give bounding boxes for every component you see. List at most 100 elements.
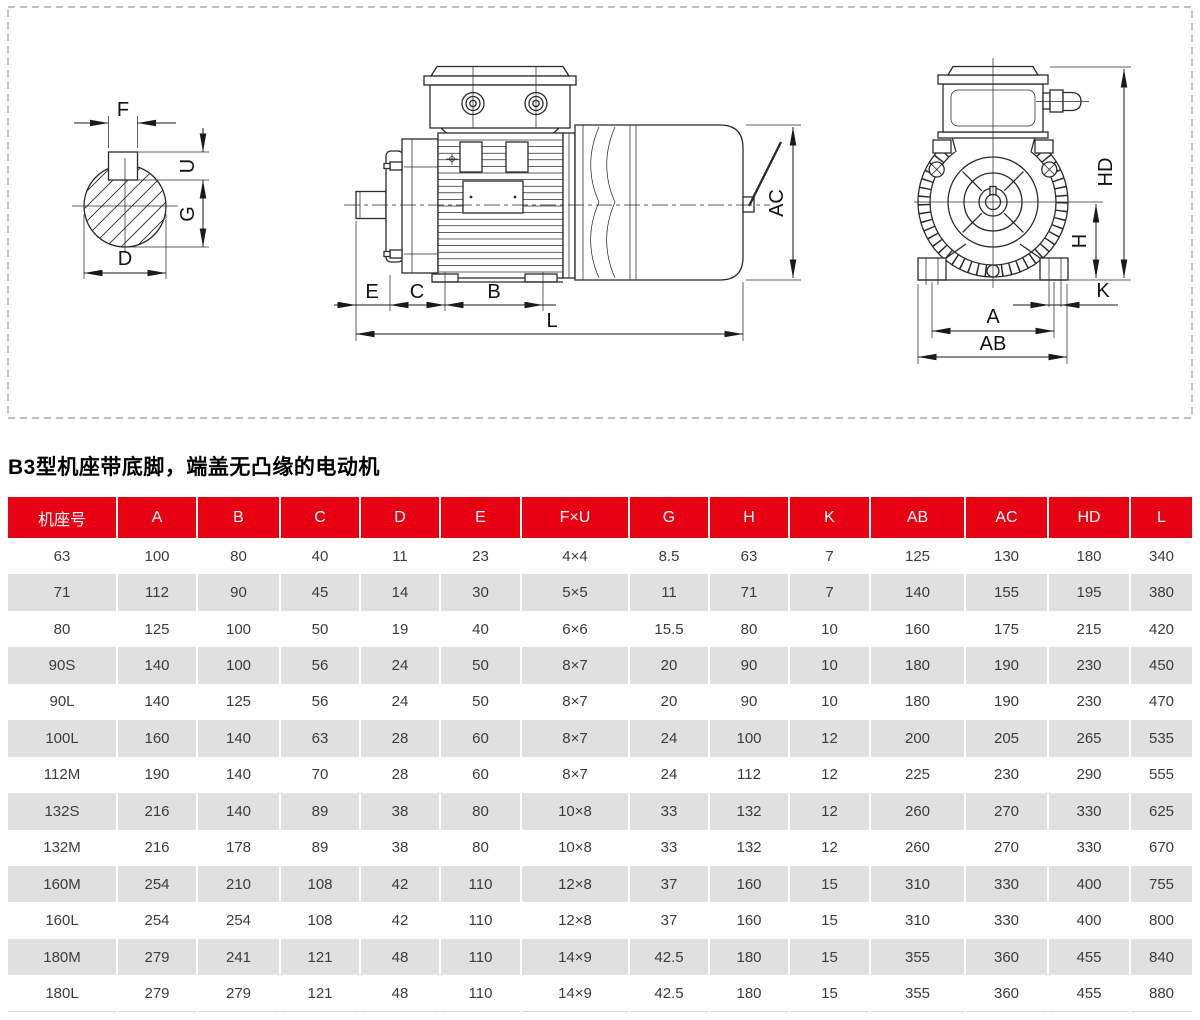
dim-label-d: D bbox=[118, 248, 132, 270]
dimension-cell: 8×7 bbox=[521, 683, 630, 721]
dimension-cell: 121 bbox=[280, 975, 361, 1013]
dimension-cell: 80 bbox=[440, 829, 522, 866]
dimension-cell: 380 bbox=[1130, 574, 1192, 611]
dimension-cell: 310 bbox=[870, 902, 966, 939]
dimension-cell: 89 bbox=[280, 829, 361, 866]
dimension-cell: 12 bbox=[789, 829, 871, 866]
dimension-cell: 216 bbox=[117, 793, 198, 830]
frame-size-cell: 132S bbox=[8, 793, 118, 830]
dim-label-ab: AB bbox=[980, 333, 1007, 355]
dimension-cell: 6×6 bbox=[521, 610, 630, 648]
dimension-cell: 140 bbox=[197, 720, 281, 757]
dimension-cell: 7 bbox=[789, 574, 871, 611]
dimension-cell: 230 bbox=[1048, 683, 1131, 721]
dimension-cell: 12 bbox=[789, 720, 871, 757]
dimension-cell: 670 bbox=[1148, 839, 1175, 857]
dimension-cell: 254 bbox=[197, 902, 281, 939]
dimension-cell: 400 bbox=[1048, 865, 1131, 903]
dimension-cell: 40 bbox=[280, 538, 361, 575]
dimension-cell: 48 bbox=[360, 975, 441, 1013]
dimension-cell: 210 bbox=[197, 865, 281, 903]
column-header: F×U bbox=[521, 497, 630, 538]
dimension-cell: 470 bbox=[1148, 693, 1175, 711]
dimension-cell: 112 bbox=[709, 756, 790, 794]
cable-gland bbox=[1042, 92, 1051, 110]
dimension-cell: 19 bbox=[360, 610, 441, 648]
column-header: A bbox=[117, 497, 198, 538]
dimension-cell: 42.5 bbox=[629, 938, 710, 976]
dimension-cell: 63 bbox=[709, 538, 790, 575]
dimension-cell: 60 bbox=[440, 720, 522, 757]
dimension-cell: 10×8 bbox=[521, 793, 630, 830]
dimension-cell: 20 bbox=[629, 647, 710, 684]
dim-label-k: K bbox=[1096, 280, 1110, 302]
dimension-cell: 42.5 bbox=[629, 975, 710, 1013]
dimension-cell: 840 bbox=[1130, 938, 1192, 976]
dimension-cell: 108 bbox=[280, 865, 361, 903]
dimension-cell: 180 bbox=[870, 683, 966, 721]
dimension-cell: 555 bbox=[1148, 766, 1175, 784]
frame-size-cell: 180L bbox=[8, 975, 118, 1013]
column-header-frame-size: 机座号 bbox=[8, 497, 118, 538]
dimension-cell: 8×7 bbox=[521, 647, 630, 684]
column-header: K bbox=[789, 497, 871, 538]
dimension-cell: 80 bbox=[440, 793, 522, 830]
dimension-cell: 140 bbox=[197, 793, 281, 830]
dimension-cell: 155 bbox=[965, 574, 1049, 611]
dimension-cell: 270 bbox=[965, 793, 1049, 830]
dimension-cell: 80 bbox=[197, 538, 281, 575]
dimension-cell: 12×8 bbox=[521, 902, 630, 939]
rear-view: HD H K A AB bbox=[914, 58, 1131, 364]
dimension-cell: 71 bbox=[709, 574, 790, 611]
dimension-cell: 355 bbox=[870, 975, 966, 1013]
dim-label-u: U bbox=[177, 159, 199, 173]
dimension-cell: 45 bbox=[280, 574, 361, 611]
shaft-end-view: F U G D bbox=[72, 99, 209, 279]
dimension-cell: 28 bbox=[360, 720, 441, 757]
dimension-cell: 30 bbox=[440, 574, 522, 611]
dimension-cell: 190 bbox=[117, 756, 198, 794]
dimension-cell: 37 bbox=[629, 865, 710, 903]
column-header: AC bbox=[965, 497, 1049, 538]
dimension-cell: 330 bbox=[1048, 793, 1131, 830]
dimension-cell: 160 bbox=[709, 865, 790, 903]
dimension-cell: 11 bbox=[629, 574, 710, 611]
dimension-cell: 90 bbox=[709, 647, 790, 684]
dimension-cell: 230 bbox=[965, 756, 1049, 794]
dimension-cell: 400 bbox=[1048, 902, 1131, 939]
dimension-cell: 355 bbox=[870, 938, 966, 976]
dimension-cell: 11 bbox=[360, 538, 441, 575]
dimension-cell: 23 bbox=[440, 538, 522, 575]
dimension-cell: 130 bbox=[965, 538, 1049, 575]
dimension-cell: 15 bbox=[789, 975, 871, 1013]
dimension-cell: 90 bbox=[709, 683, 790, 721]
dimension-cell: 215 bbox=[1048, 610, 1131, 648]
column-header: L bbox=[1130, 497, 1192, 538]
column-header: AB bbox=[870, 497, 966, 538]
dim-label-f: F bbox=[117, 99, 129, 121]
dimension-cell: 160 bbox=[709, 902, 790, 939]
dimension-cell: 56 bbox=[280, 683, 361, 721]
column-header: E bbox=[440, 497, 522, 538]
frame-size-cell: 71 bbox=[8, 574, 118, 611]
dimension-cell: 37 bbox=[629, 902, 710, 939]
dimension-cell: 100 bbox=[197, 610, 281, 648]
frame-size-cell: 63 bbox=[8, 538, 118, 575]
dimension-cell: 110 bbox=[440, 902, 522, 939]
dimension-cell: 180 bbox=[709, 975, 790, 1013]
dimension-cell: 28 bbox=[360, 756, 441, 794]
dimension-cell: 24 bbox=[629, 756, 710, 794]
dimension-cell: 420 bbox=[1148, 620, 1175, 638]
dim-label-c: C bbox=[410, 281, 424, 303]
dimension-cell: 140 bbox=[870, 574, 966, 611]
frame-size-cell: 180M bbox=[8, 938, 118, 976]
frame-size-cell: 112M bbox=[8, 756, 118, 794]
dimension-cell: 15 bbox=[789, 902, 871, 939]
